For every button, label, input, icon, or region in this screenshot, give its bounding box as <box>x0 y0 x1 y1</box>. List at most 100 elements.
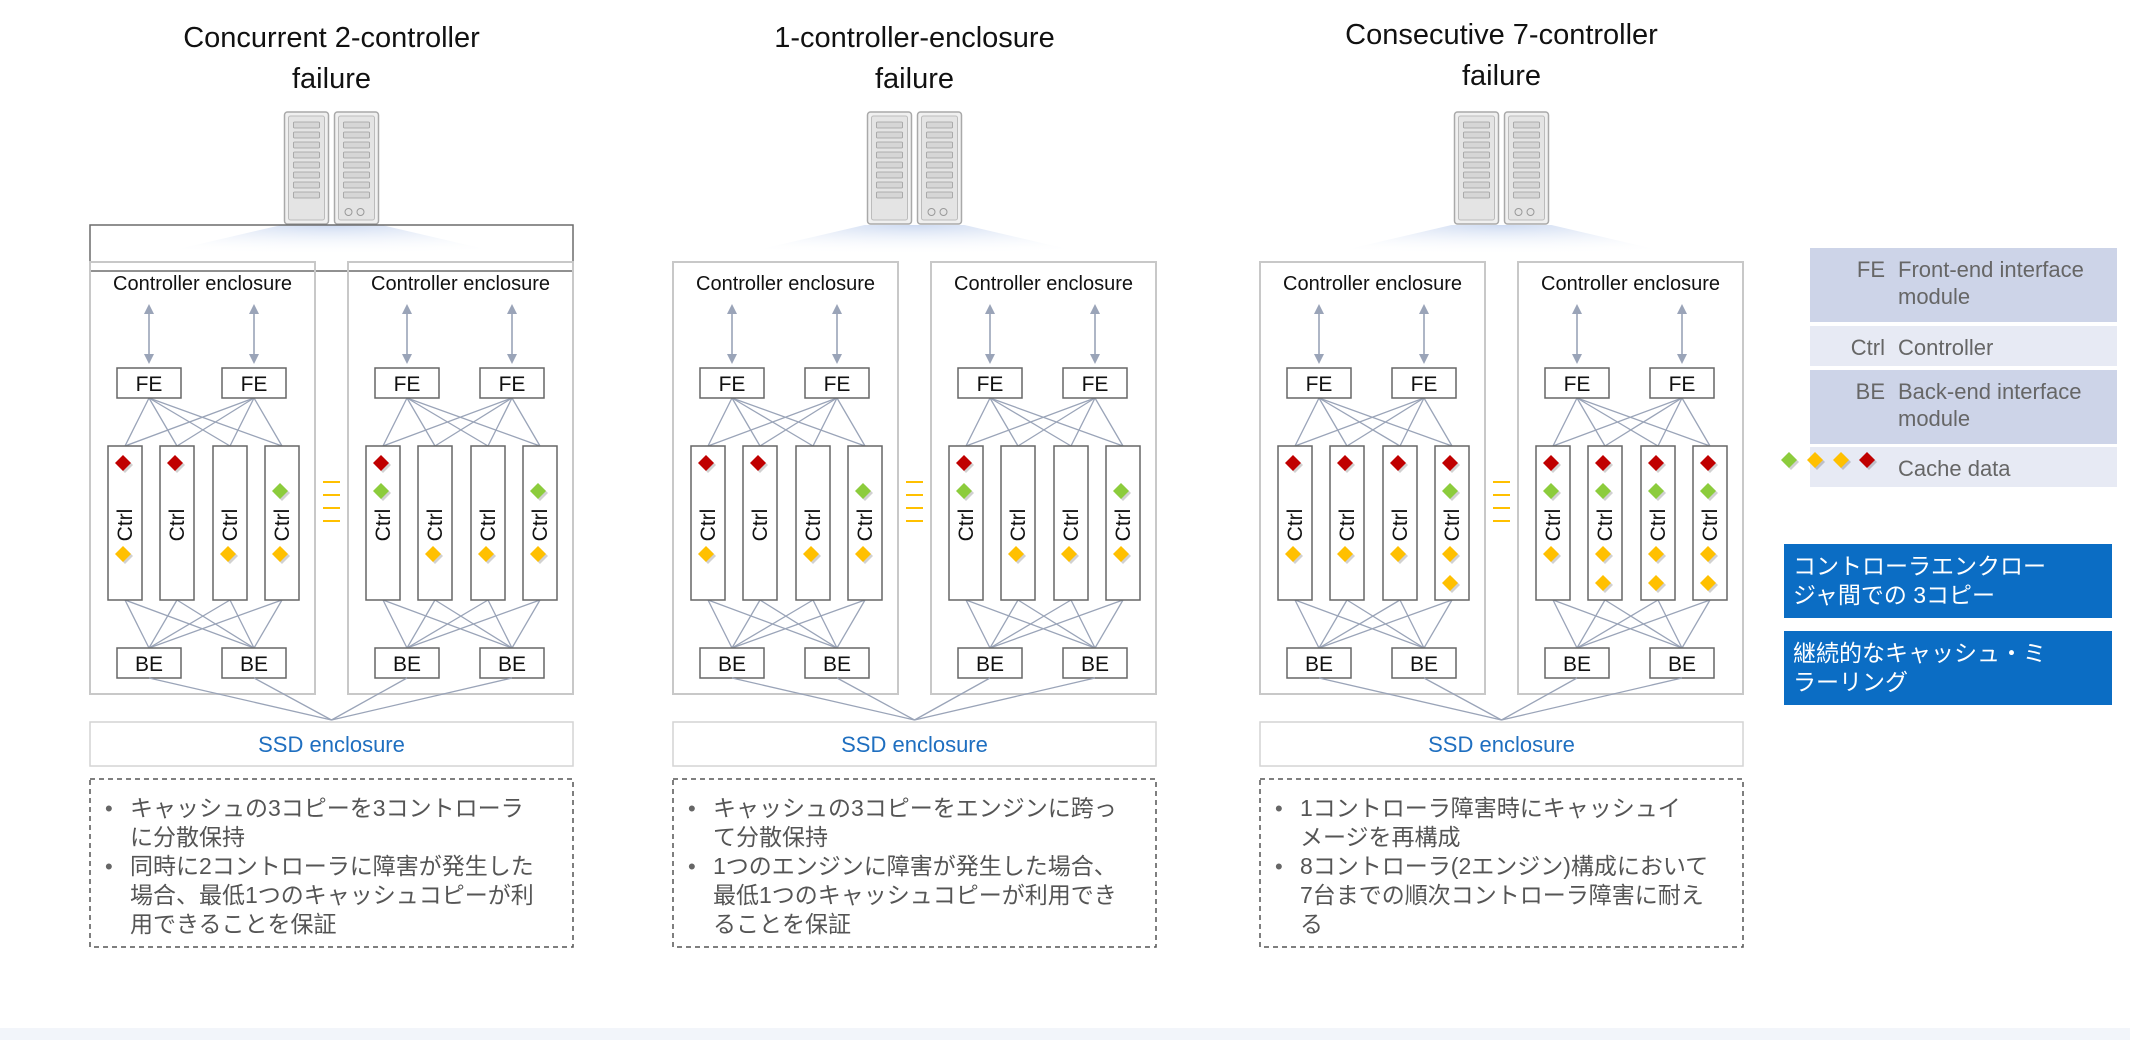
ctrl-label: Ctrl <box>1647 509 1670 542</box>
note-text: メージを再構成 <box>1300 824 1461 850</box>
ctrl-be-link <box>1094 599 1124 649</box>
footer-band <box>0 1028 2130 1040</box>
fe-ctrl-link <box>382 397 513 447</box>
panel-title: Concurrent 2-controller <box>183 22 480 54</box>
arrow-head-down <box>1677 354 1687 364</box>
controller-module <box>1587 445 1623 601</box>
cache-diamond-icon <box>115 546 133 564</box>
cache-diamond-red <box>1442 455 1458 471</box>
cache-diamond-green <box>530 483 546 499</box>
controller-enclosure <box>347 261 574 695</box>
arrow-head-down <box>832 354 842 364</box>
callout-box <box>1784 544 2112 618</box>
server-slot <box>876 181 903 189</box>
enclosure-label: Controller enclosure <box>113 273 292 295</box>
cache-diamond-icon <box>1285 455 1303 473</box>
be-label: BE <box>823 653 851 676</box>
cache-diamond-icon <box>956 455 974 473</box>
cache-diamond-icon <box>1648 575 1666 593</box>
fe-ctrl-link <box>176 397 255 447</box>
controller-module <box>522 445 558 601</box>
server-slot <box>343 141 370 149</box>
cache-diamond-icon <box>1648 546 1666 564</box>
note-text: て分散保持 <box>713 824 828 850</box>
fe-ctrl-link <box>1294 397 1425 447</box>
ctrl-label: Ctrl <box>372 509 395 542</box>
fe-module <box>1391 367 1457 399</box>
cache-diamond-icon <box>272 546 290 564</box>
ctrl-be-link <box>836 599 866 649</box>
cache-diamond-yellow <box>1285 546 1301 562</box>
legend-text: module <box>1898 406 1970 431</box>
notes-box <box>1259 778 1744 948</box>
ctrl-be-link <box>731 599 761 649</box>
callout-text: コントローラエンクロー <box>1793 553 2046 579</box>
server-slot <box>926 171 953 179</box>
fe-ctrl-link <box>1657 397 1683 447</box>
controller-enclosure <box>1259 261 1486 695</box>
fe-ctrl-link <box>124 397 150 447</box>
cache-diamond-yellow <box>1337 546 1353 562</box>
fe-module <box>804 367 870 399</box>
legend-abbr: Ctrl <box>1851 335 1885 360</box>
cache-diamond-icon <box>1595 455 1613 473</box>
ctrl-be-link <box>1576 599 1659 649</box>
controller-module <box>795 445 831 601</box>
be-ssd-link <box>253 677 332 721</box>
enclosure-label: Controller enclosure <box>1541 273 1720 295</box>
cache-diamond-icon <box>1442 455 1460 473</box>
ctrl-be-link <box>487 599 513 649</box>
note-text: 同時に2コントローラに障害が発生した <box>130 853 534 879</box>
be-ssd-link <box>914 677 991 721</box>
fe-ctrl-link <box>965 397 991 447</box>
ctrl-be-link <box>406 599 436 649</box>
be-ssd-link <box>331 677 408 721</box>
cache-diamond-icon <box>272 483 290 501</box>
ctrl-label: Ctrl <box>802 509 825 542</box>
cache-diamond-green <box>373 483 389 499</box>
cache-diamond-icon <box>1390 546 1408 564</box>
be-module <box>1649 647 1715 679</box>
cache-diamond-yellow <box>1595 575 1611 591</box>
cache-diamond-yellow <box>1390 546 1406 562</box>
fe-ctrl-link <box>1017 397 1096 447</box>
fe-ctrl-link <box>1318 397 1348 447</box>
cache-diamond-red <box>956 455 972 471</box>
server-slot <box>1463 121 1490 129</box>
cache-diamond-green <box>272 483 288 499</box>
be-label: BE <box>718 653 746 676</box>
cache-diamond-red <box>1700 455 1716 471</box>
legend-abbr: BE <box>1856 379 1885 404</box>
be-label: BE <box>1563 653 1591 676</box>
panel-title: failure <box>292 63 371 95</box>
ctrl-label: Ctrl <box>1060 509 1083 542</box>
server-rack-icon <box>866 111 963 225</box>
fe-ctrl-link <box>1399 397 1425 447</box>
fe-ctrl-link <box>965 397 1096 447</box>
cache-diamond-green <box>855 483 871 499</box>
arrow-head-down <box>1419 354 1429 364</box>
arrow-head-down <box>249 354 259 364</box>
ctrl-be-link <box>965 599 991 649</box>
server-glow <box>110 225 553 265</box>
ctrl-be-link <box>1657 599 1683 649</box>
cache-diamond-yellow <box>698 546 714 562</box>
cache-diamond-icon <box>956 483 974 501</box>
server-slot <box>343 131 370 139</box>
fe-ctrl-link <box>487 397 513 447</box>
server-led <box>1514 208 1523 216</box>
controller-module <box>1692 445 1728 601</box>
ctrl-label: Ctrl <box>219 509 242 542</box>
be-module <box>221 647 287 679</box>
ctrl-label: Ctrl <box>1336 509 1359 542</box>
ctrl-label: Ctrl <box>477 509 500 542</box>
server-slot <box>1513 131 1540 139</box>
server-slot <box>343 191 370 199</box>
arrow-head-down <box>985 354 995 364</box>
controller-enclosure <box>930 261 1157 695</box>
server-slot <box>1513 151 1540 159</box>
ssd-label: SSD enclosure <box>1428 732 1575 757</box>
fe-ctrl-link <box>989 397 1019 447</box>
fe-ctrl-link <box>707 397 838 447</box>
